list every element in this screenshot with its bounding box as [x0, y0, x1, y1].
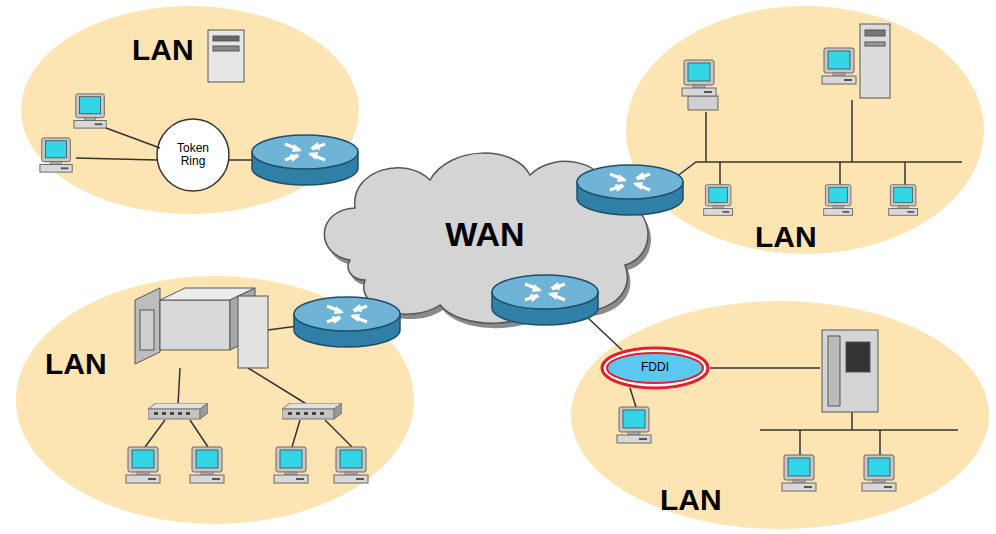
node-label: FDDI [641, 361, 669, 374]
node-label: Token Ring [164, 142, 222, 168]
node-label: LAN [660, 483, 722, 516]
token-ring: Token Ring [156, 118, 230, 192]
node-label: LAN [755, 220, 817, 253]
node-label: WAN [445, 216, 524, 253]
node-label: LAN [45, 347, 107, 380]
node-label: LAN [132, 33, 194, 66]
lan-region: LAN [625, 5, 985, 255]
lan-region-outline [625, 5, 985, 255]
fddi-ring: FDDI [600, 346, 710, 390]
